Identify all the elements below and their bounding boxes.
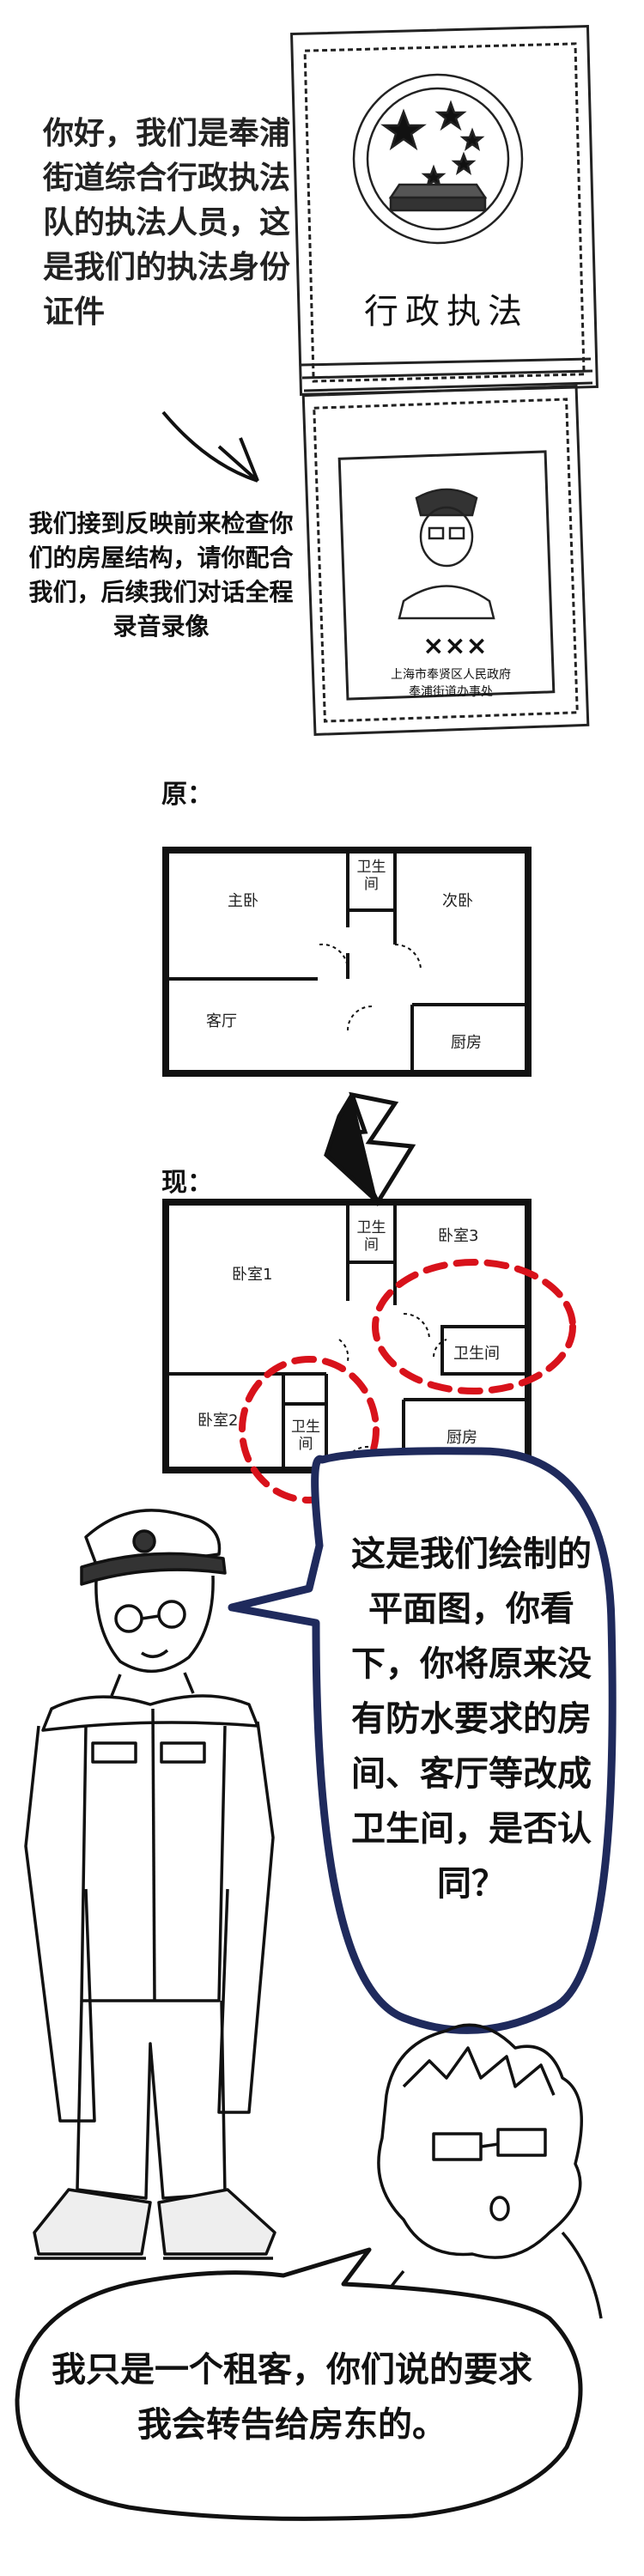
plan-original-label: 原： [161,780,213,810]
id-card-issuer-line2: 奉浦街道办事处 [409,685,493,699]
id-card-holder-name: ××× [422,631,488,661]
arrow-down-right-icon [161,410,259,483]
speech-bubble-tenant [15,2247,583,2521]
notice-text: 我们接到反映前来检查你们的房屋结构，请你配合我们，后续我们对话全程录音录像 [28,509,294,641]
plan-current-label: 现： [161,1168,213,1198]
id-card-title: 行政执法 [364,292,529,331]
intro-text: 你好，我们是奉浦街道综合行政执法队的执法人员，这是我们的执法身份证件 [43,116,291,330]
id-card-folder [290,25,598,736]
room-bedroom-2: 卧室2 [197,1412,239,1430]
officer-figure [24,1509,276,2260]
id-photo-officer [398,488,495,620]
room-second-bedroom: 次卧 [442,892,473,910]
national-emblem-icon [352,73,524,245]
room-living: 客厅 [206,1012,237,1030]
highlight-circles [239,1259,576,1504]
officer-speech-text: 这是我们绘制的平面图，你看下，你将原来没有防水要求的房间、客厅等改成卫生间，是否… [351,1534,592,1904]
room-kitchen: 厨房 [451,1034,482,1052]
room-kitchen-current: 厨房 [447,1429,477,1447]
room-bathroom-2: 卫生间 [453,1345,500,1363]
room-bedroom-3: 卧室3 [438,1227,479,1245]
tenant-speech-text: 我只是一个租客，你们说的要求我会转告给房东的。 [52,2350,532,2445]
speech-bubble-officer [228,1447,617,2034]
room-bedroom-1: 卧室1 [232,1266,273,1284]
room-bathroom-3: 卫生间 [291,1419,320,1453]
id-card-issuer-line1: 上海市奉贤区人民政府 [391,668,511,682]
room-bathroom-1: 卫生间 [356,1219,386,1254]
floor-plan-original [162,847,532,1077]
transition-arrow-icon [324,1091,416,1207]
room-master-bedroom: 主卧 [228,892,258,910]
room-bathroom: 卫生间 [356,859,386,893]
